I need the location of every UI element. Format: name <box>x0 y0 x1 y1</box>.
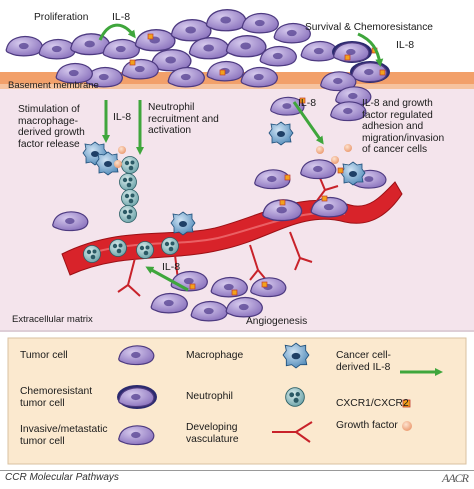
legend-neutrophil: Neutrophil <box>186 391 233 402</box>
proliferation-label: Proliferation <box>34 12 89 23</box>
il8-arrows <box>98 23 384 292</box>
il8-proliferation-label: IL-8 <box>112 11 131 23</box>
legend-invasive: Invasive/metastatic tumor cell <box>20 424 108 447</box>
footer-bar <box>0 470 474 489</box>
invasion-label: IL-8 and growth factor regulated adhesio… <box>362 98 445 155</box>
il8-survival-label: IL-8 <box>396 39 415 51</box>
legend-macrophage: Macrophage <box>186 350 244 361</box>
stimulation-label: Stimulation of macrophage- derived growt… <box>18 104 85 150</box>
growth-factors <box>114 144 352 168</box>
il8-macrophage-label: IL-8 <box>113 111 132 123</box>
il8-invasion-label: IL-8 <box>298 97 317 109</box>
legend-growth-factor-icon <box>402 421 412 431</box>
legend-growth-factor: Growth factor <box>336 420 398 431</box>
legend-vasculature: Developing vasculature <box>186 422 239 445</box>
legend-receptor: CXCR1/CXCR2 <box>336 398 409 409</box>
basement-membrane-label: Basement membrane <box>8 80 99 91</box>
legend-tumor-cell: Tumor cell <box>20 350 68 361</box>
legend-receptor-icon <box>402 399 411 408</box>
legend-neutrophil-icon <box>285 387 305 407</box>
survival-label: Survival & Chemoresistance <box>305 22 433 33</box>
aacr-logo: AACR <box>442 471 469 485</box>
legend-macrophage-icon <box>282 342 310 369</box>
receptors <box>129 33 386 296</box>
legend-cancer-il8: Cancer cell- derived IL-8 <box>336 350 391 373</box>
angiogenesis-label: Angiogenesis <box>246 316 308 327</box>
legend-chemoresistant: Chemoresistant tumor cell <box>20 386 93 409</box>
footer-title: CCR Molecular Pathways <box>5 472 119 483</box>
il8-vessel-label: IL-8 <box>162 261 181 273</box>
extracellular-matrix-label: Extracellular matrix <box>12 314 93 325</box>
legend-vasculature-icon <box>272 421 313 443</box>
legend-box <box>7 337 467 465</box>
neutrophil-recruitment-label: Neutrophil recruitment and activation <box>148 102 219 136</box>
